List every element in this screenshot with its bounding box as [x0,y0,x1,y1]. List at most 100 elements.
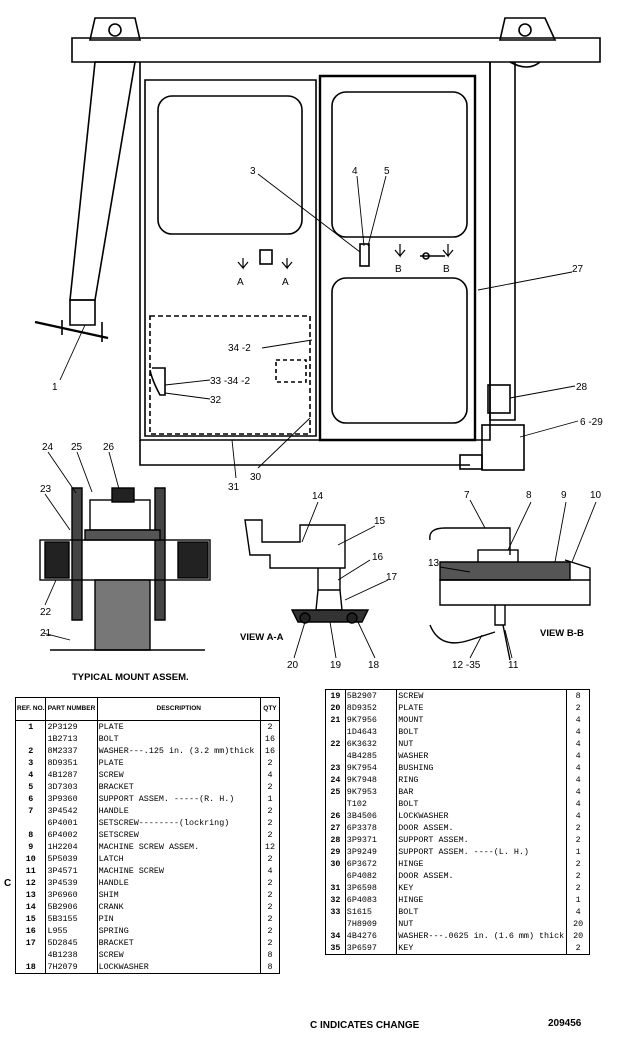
right-door-upper-window [331,91,468,238]
part-number-cell: 4B1238 [45,949,98,961]
ref-cell: 13 [15,889,47,901]
qty-cell: 12 [264,841,275,852]
part-number-cell: 5D2845 [45,937,98,949]
qty-cell: 2 [267,817,273,828]
description-header: DESCRIPTION [97,697,261,721]
ref-cell: 5 [15,781,47,793]
qty-cell: 2 [267,913,273,924]
ref-cell: 21 [325,714,346,726]
ref-cell: 31 [325,882,346,894]
callout-label: 24 [42,442,54,453]
description-cell: MACHINE SCREW [97,865,261,877]
roof-beam [71,37,601,63]
callout-label: 20 [287,660,299,671]
qty-cell: 16 [264,745,275,756]
qty-cell: 20 [573,930,584,941]
description-cell: CRANK [97,901,261,913]
view-bb-detail [429,527,591,661]
part-number-cell: 9K7948 [345,774,398,786]
callout-label: 9 [561,490,567,501]
description-cell: BAR [396,786,568,798]
qty-cell: 2 [267,829,273,840]
left-door-panel [149,315,311,435]
description-cell: NUT [396,918,568,930]
description-cell: BRACKET [97,781,261,793]
qty-cell: 2 [267,721,273,732]
ref-no-header: REF. NO. [15,697,47,721]
view-a-marker: A [282,277,289,288]
qty-cell: 2 [575,942,581,953]
part-number-cell: 2P3129 [45,720,98,733]
qty-cell: 4 [575,738,581,749]
part-number-cell: T102 [345,798,398,810]
description-cell: WASHER---.0625 in. (1.6 mm) thick [396,930,568,942]
callout-label: 25 [71,442,83,453]
qty-cell: 4 [575,786,581,797]
part-number-cell: 3P4539 [45,877,98,889]
callout-label: 16 [372,552,384,563]
cab-body [139,62,491,441]
callout-label: 14 [312,491,324,502]
qty-cell: 8 [575,690,581,701]
ref-cell: 25 [325,786,346,798]
callout-label: 1 [52,382,58,393]
right-door-lower-window [331,277,468,424]
ref-cell: 32 [325,894,346,906]
drawing-number: 209456 [548,1018,582,1029]
callout-label: 13 [428,558,440,569]
description-cell: SETSCREW [97,829,261,841]
description-cell: SUPPORT ASSEM. [396,834,568,846]
callout-label: 17 [386,572,398,583]
part-number-cell: 3P6960 [45,889,98,901]
part-number-cell: 4B4285 [345,750,398,762]
ref-cell: 17 [15,937,47,949]
ref-cell [15,817,47,829]
description-cell: SCREW [97,769,261,781]
callout-label: 26 [103,442,115,453]
callout-label: 18 [368,660,380,671]
ref-cell [325,750,346,762]
qty-cell: 2 [575,702,581,713]
qty-cell: 2 [267,937,273,948]
callout-label: 3 [250,166,256,177]
ref-cell: 28 [325,834,346,846]
qty-cell: 1 [267,793,273,804]
ref-cell: 27 [325,822,346,834]
ref-cell: 7 [15,805,47,817]
lift-bracket-right [498,17,557,41]
view-b-marker: B [395,264,402,275]
ref-cell [15,949,47,961]
ref-cell: 22 [325,738,346,750]
part-number-cell: 4B4276 [345,930,398,942]
ref-cell: 11 [15,865,47,877]
description-cell: BOLT [396,726,568,738]
qty-cell: 20 [573,918,584,929]
callout-label: 30 [250,472,262,483]
part-number-cell: S1615 [345,906,398,918]
ref-cell: 20 [325,702,346,714]
change-marker: C [4,878,12,889]
ref-cell: 6 [15,793,47,805]
description-cell: SPRING [97,925,261,937]
part-number-cell: 4B1287 [45,769,98,781]
ref-cell: 30 [325,858,346,870]
typical-mount-detail [39,487,211,651]
view-bb-caption: VIEW B-B [540,628,584,639]
